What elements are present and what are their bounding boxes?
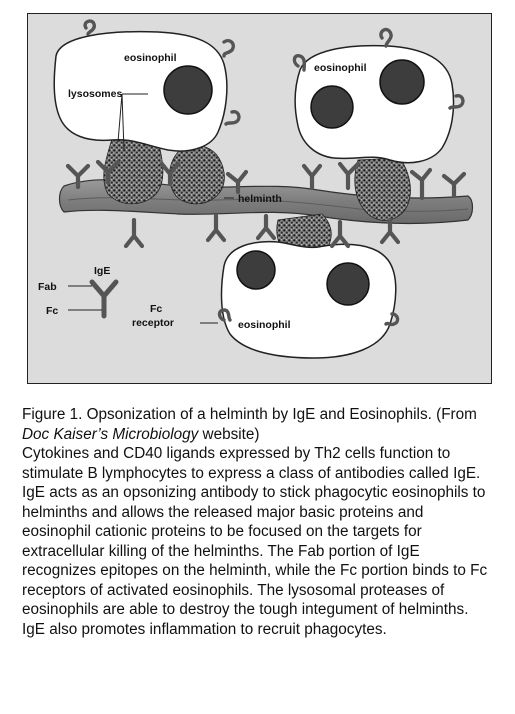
label-fab: Fab xyxy=(38,281,57,293)
label-lysosomes: lysosomes xyxy=(68,88,122,100)
eosinophil-nucleus-top-right-1 xyxy=(310,85,354,129)
ige-antibody xyxy=(225,169,249,195)
ige-antibody xyxy=(441,171,467,199)
ige-antibody xyxy=(301,163,323,191)
caption-title: Figure 1. Opsonization of a helminth by … xyxy=(22,405,492,444)
leader-lines xyxy=(68,93,234,324)
opsonization-diagram: eosinophil eosinophil eosinophil lysosom… xyxy=(27,13,492,384)
ige-antibody xyxy=(255,213,277,241)
figure-caption: Figure 1. Opsonization of a helminth by … xyxy=(22,405,492,639)
fc-receptor xyxy=(448,94,465,110)
fc-receptor xyxy=(224,110,241,126)
ige-antibody xyxy=(337,161,361,191)
ige-antibody xyxy=(65,163,91,190)
label-eosinophil-bottom: eosinophil xyxy=(238,319,291,331)
eosinophil-nucleus-top-left xyxy=(163,65,213,115)
granule-cloud-middle xyxy=(169,145,225,205)
label-ige: IgE xyxy=(94,265,110,277)
ige-antibody xyxy=(379,217,401,245)
ige-antibody xyxy=(205,213,227,243)
caption-body: Cytokines and CD40 ligands expressed by … xyxy=(22,445,488,638)
fc-receptor xyxy=(222,39,235,58)
ige-antibody xyxy=(329,219,351,249)
ige-antibody xyxy=(159,161,181,187)
fc-receptors xyxy=(83,19,465,327)
ige-antibodies xyxy=(65,159,467,249)
label-eosinophil-top-right: eosinophil xyxy=(314,62,367,74)
ige-legend-antibody xyxy=(89,279,119,319)
fc-receptor xyxy=(217,308,232,322)
label-fc-receptor-line2: receptor xyxy=(132,317,174,329)
granule-cloud-left xyxy=(103,131,164,205)
caption-title-text: Figure 1. Opsonization of a helminth by … xyxy=(22,406,477,423)
caption-source-name: Doc Kaiser’s Microbiology xyxy=(22,425,199,443)
eosinophil-nucleus-bottom-2 xyxy=(326,262,370,306)
fc-receptor xyxy=(384,312,400,327)
fc-receptor xyxy=(292,54,307,72)
label-helminth: helminth xyxy=(238,193,282,205)
ige-antibody xyxy=(123,217,145,249)
fc-receptor xyxy=(83,19,96,36)
caption-source-suffix: website) xyxy=(198,425,260,443)
label-fc-receptor-line1: Fc xyxy=(150,303,162,315)
granule-cloud-right xyxy=(354,157,411,221)
eosinophil-nucleus-top-right-2 xyxy=(379,59,425,105)
ige-antibody xyxy=(95,159,121,186)
ige-antibody xyxy=(409,167,433,201)
diagram-canvas: eosinophil eosinophil eosinophil lysosom… xyxy=(38,19,474,359)
eosinophil-cell-top-left xyxy=(53,30,228,152)
label-eosinophil-top-left: eosinophil xyxy=(124,52,177,64)
label-fc: Fc xyxy=(46,305,58,317)
eosinophil-nucleus-bottom-1 xyxy=(236,250,276,290)
fc-receptor xyxy=(379,27,393,48)
